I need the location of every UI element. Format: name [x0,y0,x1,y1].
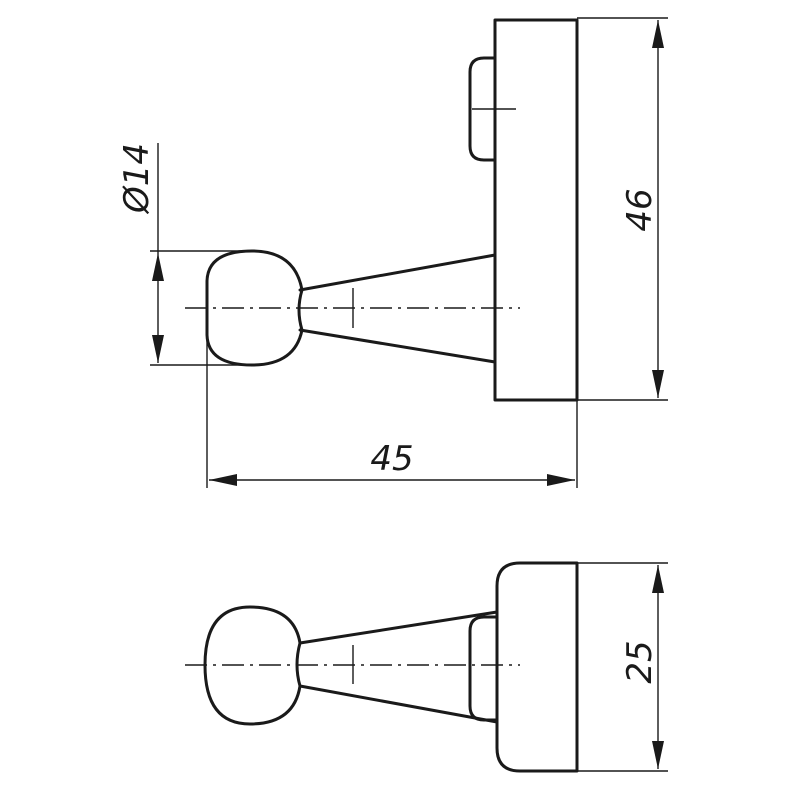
dimension-height-46: 46 [577,17,668,401]
dimension-diameter-14: Ø14 [117,143,252,366]
dimension-width-25: 25 [577,562,668,772]
dimension-label-45: 45 [370,439,413,479]
knob [205,249,304,367]
screw-cap-side [468,615,499,722]
dimension-length-45: 45 [206,335,578,488]
dimension-label-46: 46 [620,188,660,231]
dimension-label-25: 25 [620,640,660,683]
dimension-label-diameter: Ø14 [117,143,157,215]
knob-side [203,605,302,726]
top-view: 46 45 Ø14 [117,17,668,488]
screw-cap [468,56,497,162]
base-plate-side [495,561,579,773]
tapered-arm [298,253,497,364]
base-plate [493,18,579,402]
bottom-view: 25 [185,561,668,773]
tapered-arm-side [298,610,499,724]
